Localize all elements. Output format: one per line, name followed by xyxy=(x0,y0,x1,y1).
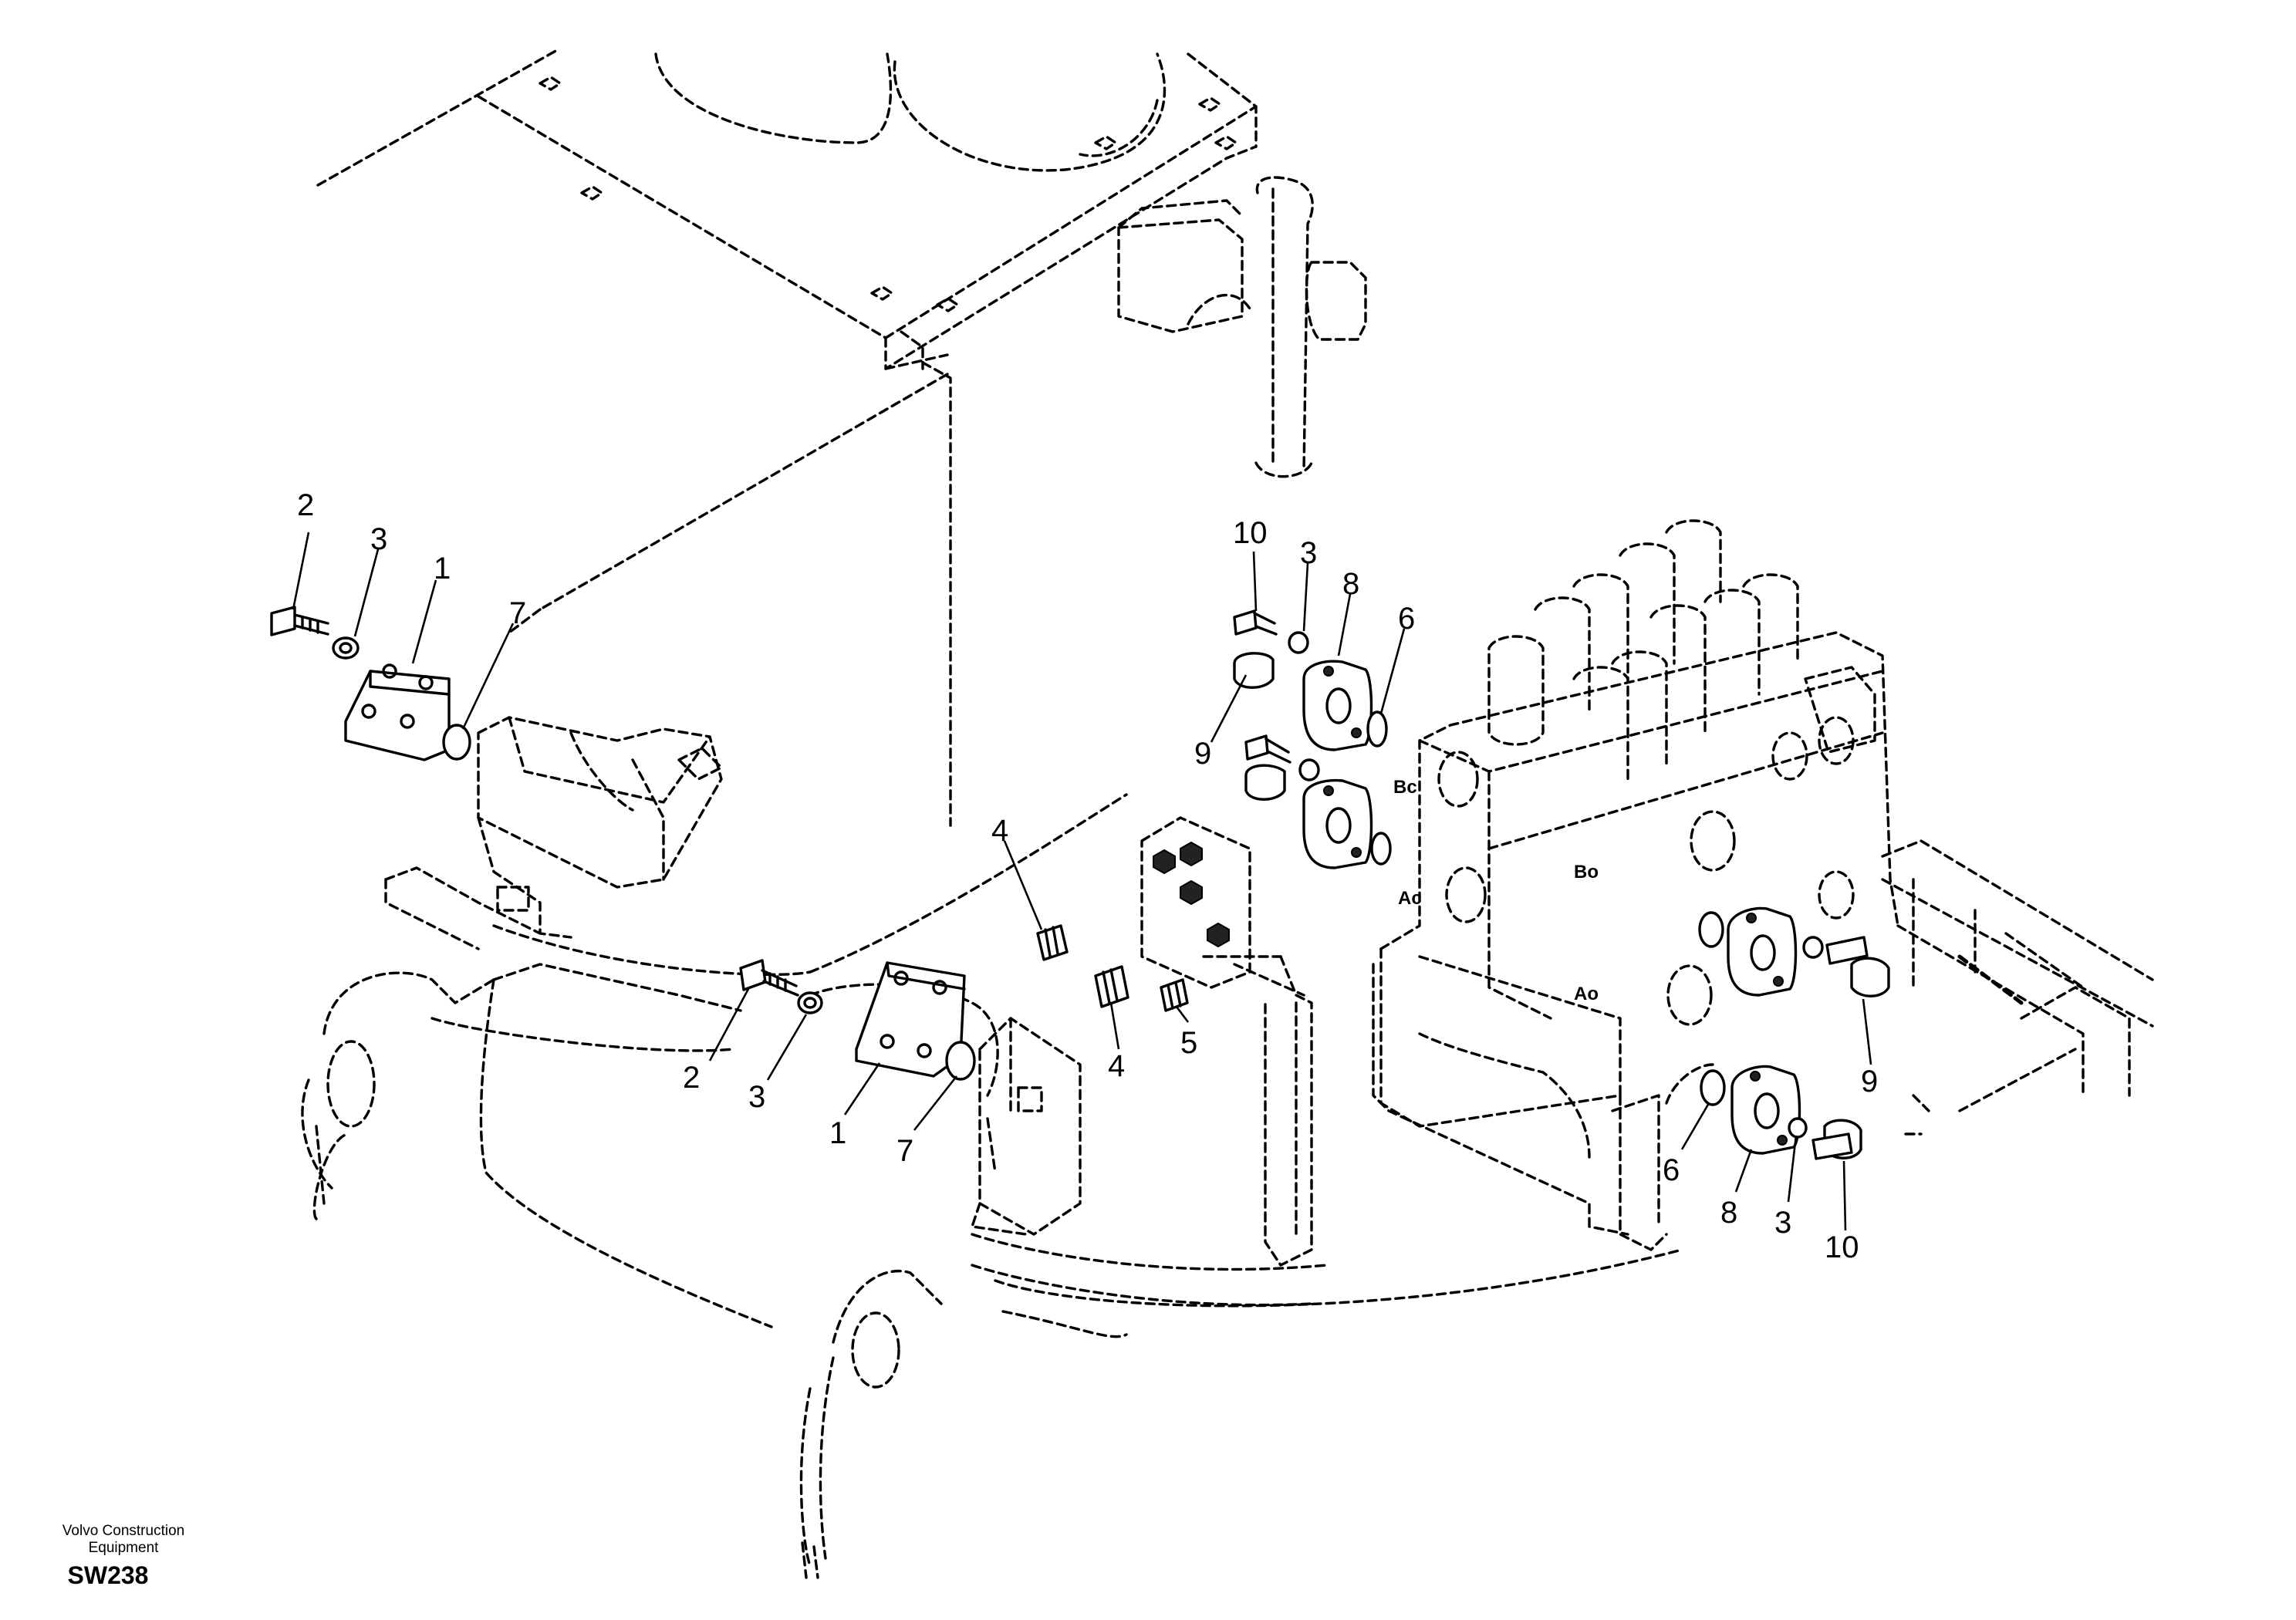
left-upper-flange-set xyxy=(270,606,471,761)
right-frame-rails-outline xyxy=(1881,839,2154,1136)
callout-low-7: 7 xyxy=(896,1134,913,1168)
control-valve-outline xyxy=(1372,519,1899,1251)
manufacturer-name-line1: Volvo Construction xyxy=(62,1523,185,1539)
port-label-ac: Ac xyxy=(1398,888,1422,909)
upper-split-flange-set xyxy=(1233,609,1392,869)
callout-top-8: 8 xyxy=(1342,567,1359,601)
callout-right-3: 3 xyxy=(1774,1206,1791,1240)
assembly-alignment-lines xyxy=(492,608,1128,977)
callout-top-9: 9 xyxy=(1194,737,1211,771)
callout-low-2: 2 xyxy=(683,1061,700,1095)
callout-top-10: 10 xyxy=(1233,516,1268,550)
callout-top-6: 6 xyxy=(1398,602,1415,636)
valve-port-labels: Bc Ac Bo Ao xyxy=(1393,777,1599,1004)
mid-plug-fittings xyxy=(1036,816,1305,1012)
callout-numbers: 2 3 1 7 10 3 8 6 9 4 4 5 2 3 1 7 9 6 8 3… xyxy=(297,488,1878,1264)
callout-left-1: 1 xyxy=(434,552,451,586)
hydraulic-tank-outline xyxy=(316,49,1258,827)
callout-low-3: 3 xyxy=(748,1080,765,1114)
callout-leader-lines xyxy=(292,532,1872,1231)
callout-top-3: 3 xyxy=(1300,536,1317,570)
callout-right-9: 9 xyxy=(1861,1065,1878,1099)
callout-left-2: 2 xyxy=(297,488,314,522)
callout-right-8: 8 xyxy=(1720,1196,1737,1230)
left-lower-flange-set xyxy=(739,959,976,1081)
upper-frame-outline xyxy=(301,963,1683,1579)
port-label-bc: Bc xyxy=(1393,777,1417,798)
drawing-code: SW238 xyxy=(67,1561,149,1589)
callout-mid-5: 5 xyxy=(1180,1026,1197,1060)
callout-mid-4a: 4 xyxy=(991,814,1008,848)
valve-mount-bracket-outline xyxy=(971,955,1313,1267)
pump-assembly-outline xyxy=(384,716,723,950)
callout-low-1: 1 xyxy=(829,1116,846,1150)
port-label-bo: Bo xyxy=(1574,862,1599,883)
port-label-ao: Ao xyxy=(1574,984,1599,1004)
suction-pipe-outline xyxy=(1117,176,1367,478)
lower-split-flange-set xyxy=(1698,906,1890,1160)
callout-left-3: 3 xyxy=(370,522,387,556)
callout-right-6: 6 xyxy=(1663,1153,1680,1187)
manufacturer-name-line2: Equipment xyxy=(88,1540,159,1556)
callout-left-7: 7 xyxy=(509,596,526,630)
callout-mid-4b: 4 xyxy=(1108,1049,1125,1083)
callout-right-10: 10 xyxy=(1825,1230,1859,1264)
